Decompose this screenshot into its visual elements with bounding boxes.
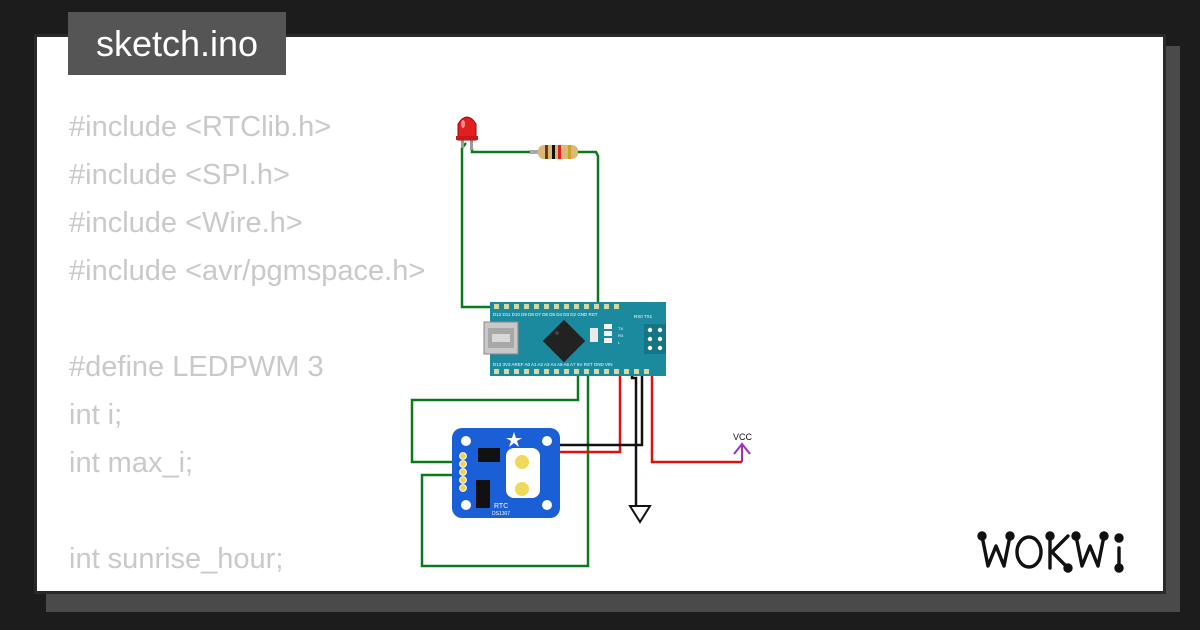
code-line: int i; xyxy=(69,399,123,431)
rtc-pin-holes xyxy=(459,452,467,492)
rx-label: RX xyxy=(618,333,624,338)
wire-scl xyxy=(420,368,590,568)
rtc-chip xyxy=(478,448,500,462)
vcc-icon: VCC xyxy=(733,432,753,462)
wokwi-logo xyxy=(977,531,1124,573)
rtc-battery-holder xyxy=(506,448,540,498)
code-listing: #include <RTClib.h> #include <SPI.h> #in… xyxy=(69,103,426,591)
bottom-pin-labels: D13 3V3 AREF A0 A1 A2 A3 A4 A5 A6 A7 5V … xyxy=(493,362,613,367)
code-line: #include <avr/pgmspace.h> xyxy=(69,255,426,287)
bottom-pin-row xyxy=(494,369,649,374)
l-label: L xyxy=(618,340,621,345)
icsp-header xyxy=(644,324,666,354)
ground-icon xyxy=(628,505,652,524)
wire-led-resistor xyxy=(470,148,538,154)
resistor-icon[interactable] xyxy=(530,145,578,159)
top-pin-labels: D12 D11 D10 D9 D8 D7 D6 D5 D4 D3 D2 GND … xyxy=(493,312,598,317)
wire-resistor-d3 xyxy=(578,150,600,307)
code-line: #include <Wire.h> xyxy=(69,207,303,239)
code-line: #include <RTClib.h> xyxy=(69,111,332,143)
rtc-crystal xyxy=(476,480,490,508)
sketch-title-tab[interactable]: sketch.ino xyxy=(68,12,286,75)
code-line: int max_i; xyxy=(69,447,194,479)
wire-gnd-ground xyxy=(630,368,638,508)
wire-sda xyxy=(410,368,580,464)
rtc-label: RTC xyxy=(494,503,508,510)
wire-vin-vcc xyxy=(650,370,742,464)
code-line: #include <SPI.h> xyxy=(69,159,290,191)
tx-label: TX xyxy=(618,326,623,331)
code-line: int sunrise_hour; xyxy=(69,543,284,575)
rx-tx-label: RX0 TX1 xyxy=(634,314,653,319)
wire-led-gnd xyxy=(460,142,495,309)
arduino-nano[interactable]: D12 D11 D10 D9 D8 D7 D6 D5 D4 D3 D2 GND … xyxy=(483,302,666,376)
usb-port-icon xyxy=(483,321,519,355)
code-line: #define LEDPWM 3 xyxy=(69,351,324,383)
led-icon[interactable] xyxy=(456,116,478,150)
rtc-module[interactable]: RTC DS1307 xyxy=(452,428,560,518)
status-leds xyxy=(590,324,612,343)
vcc-label: VCC xyxy=(733,432,753,442)
rtc-chip-label: DS1307 xyxy=(492,511,510,517)
sparkle-icon xyxy=(506,432,522,447)
top-pin-row xyxy=(494,304,619,309)
